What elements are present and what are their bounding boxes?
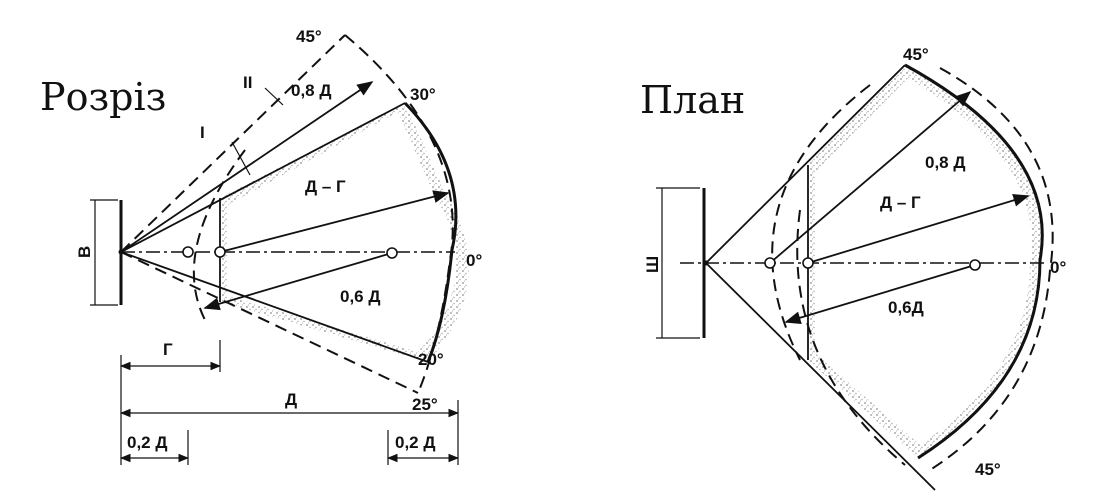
section-point-a [182,246,194,258]
plan-title: План [640,78,745,122]
plan-label-08: 0,8 Д [925,153,965,172]
plan-point-b [802,257,814,269]
section-label-0: 0° [466,251,482,270]
section-ray-20 [120,251,429,363]
section-leader-2 [264,87,284,106]
section-vector-06 [203,252,393,311]
section-diagram: Розріз В [40,27,482,465]
section-point-b [214,246,226,258]
plan-near-arc [771,84,871,361]
section-point-c [386,247,398,259]
plan-point-a [764,257,776,269]
section-label-dg: Д – Г [305,177,346,196]
section-vector-08 [120,81,374,253]
plan-label-45-top: 45° [903,45,929,64]
section-label-45: 45° [296,27,322,46]
section-leader-1 [231,141,251,176]
section-vector-dg [219,190,450,253]
section-label-02-left: 0,2 Д [127,433,167,452]
section-projector-point [118,249,124,255]
section-title: Розріз [40,75,166,119]
section-label-25: 25° [412,395,438,414]
plan-vector-dg [807,194,1030,264]
plan-outer-arc [929,67,1054,471]
plan-point-c [969,259,981,271]
section-label-06: 0,6 Д [340,287,380,306]
plan-ray-45-top [705,64,906,264]
section-height-label: В [75,246,94,258]
plan-label-dg: Д – Г [880,193,921,212]
section-ray-25 [120,251,419,394]
section-outer-arc [344,34,454,394]
section-ray-30 [120,102,406,253]
plan-ray-45-bottom [705,262,936,491]
section-label-ii: II [243,73,252,92]
section-label-20: 20° [418,350,444,369]
section-label-g: Г [163,340,173,359]
section-label-i: I [200,123,205,142]
section-label-02-right: 0,2 Д [395,433,435,452]
section-near-arc [192,149,246,321]
section-label-08: 0,8 Д [291,81,331,100]
plan-diagram: План Ш 45° 0,8 [640,45,1066,491]
section-label-30: 30° [410,85,436,104]
plan-vector-08 [769,90,972,264]
plan-projector-point [703,260,709,266]
plan-lower-dashed [796,209,906,466]
plan-label-45-bottom: 45° [975,460,1001,479]
plan-width-label: Ш [643,256,662,273]
plan-vector-06 [784,264,976,324]
section-label-d: Д [285,390,297,409]
plan-far-arc [904,63,1044,460]
plan-label-0: 0° [1050,258,1066,277]
plan-label-06: 0,6Д [888,298,924,317]
